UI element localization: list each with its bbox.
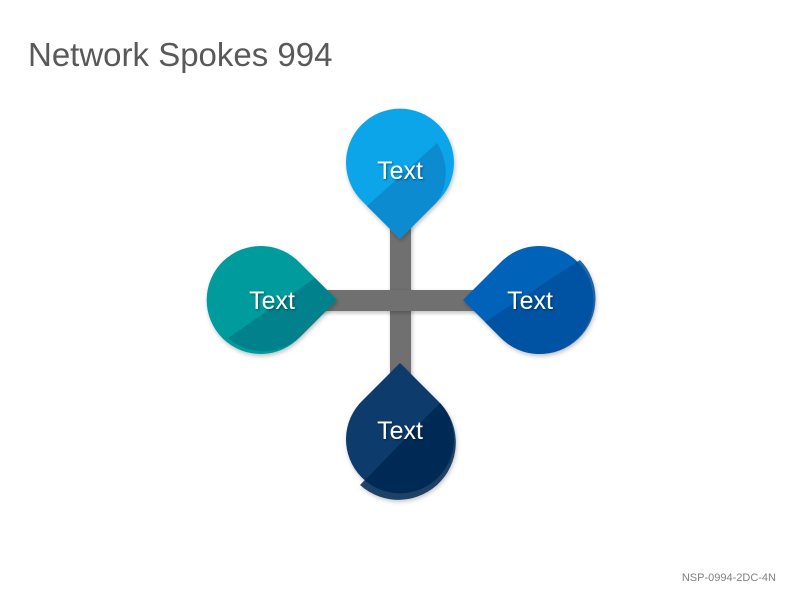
node-left [206, 246, 337, 354]
node-bottom-label: Text [377, 417, 423, 445]
connector-horizontal [320, 290, 480, 311]
node-right-label: Text [507, 287, 553, 315]
page-title: Network Spokes 994 [28, 36, 333, 73]
node-top-shade [367, 143, 446, 239]
node-left-label: Text [249, 287, 295, 315]
slide-code: NSP-0994-2DC-4N [681, 572, 776, 584]
node-top-label: Text [377, 157, 423, 185]
node-left-shade [228, 278, 337, 352]
connector-cross [320, 215, 480, 375]
node-bottom-shade [360, 400, 456, 500]
node-right [463, 246, 596, 355]
node-right-shade [463, 260, 596, 355]
node-top [346, 108, 454, 240]
node-bottom [345, 363, 456, 500]
